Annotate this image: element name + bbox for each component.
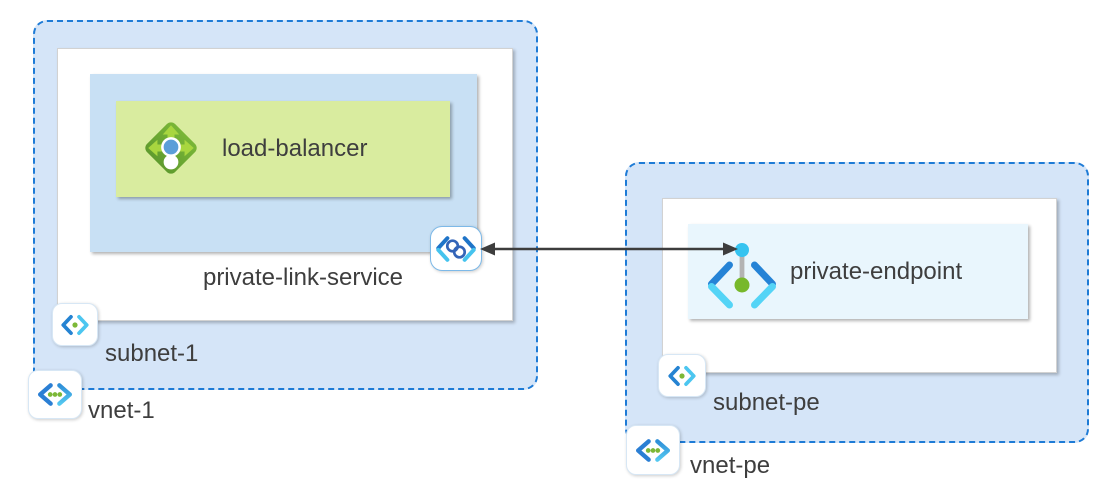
load-balancer-label: load-balancer bbox=[222, 135, 368, 162]
subnet-icon bbox=[52, 303, 98, 346]
vnet-pe-label: vnet-pe bbox=[690, 452, 771, 479]
vnet-1-label: vnet-1 bbox=[88, 397, 155, 424]
bidirectional-arrow bbox=[478, 240, 740, 258]
load-balancer-icon bbox=[140, 117, 202, 179]
subnet-icon bbox=[658, 354, 706, 397]
subnet-1-label: subnet-1 bbox=[105, 340, 199, 367]
virtual-network-icon bbox=[626, 425, 680, 475]
subnet-pe-label: subnet-pe bbox=[713, 389, 820, 416]
private-endpoint-label: private-endpoint bbox=[790, 258, 963, 285]
private-link-service-label: private-link-service bbox=[202, 264, 404, 291]
private-link-service-icon bbox=[430, 226, 482, 271]
private-endpoint-box bbox=[688, 224, 1028, 319]
virtual-network-icon bbox=[28, 370, 82, 419]
private-endpoint-icon bbox=[706, 238, 778, 310]
